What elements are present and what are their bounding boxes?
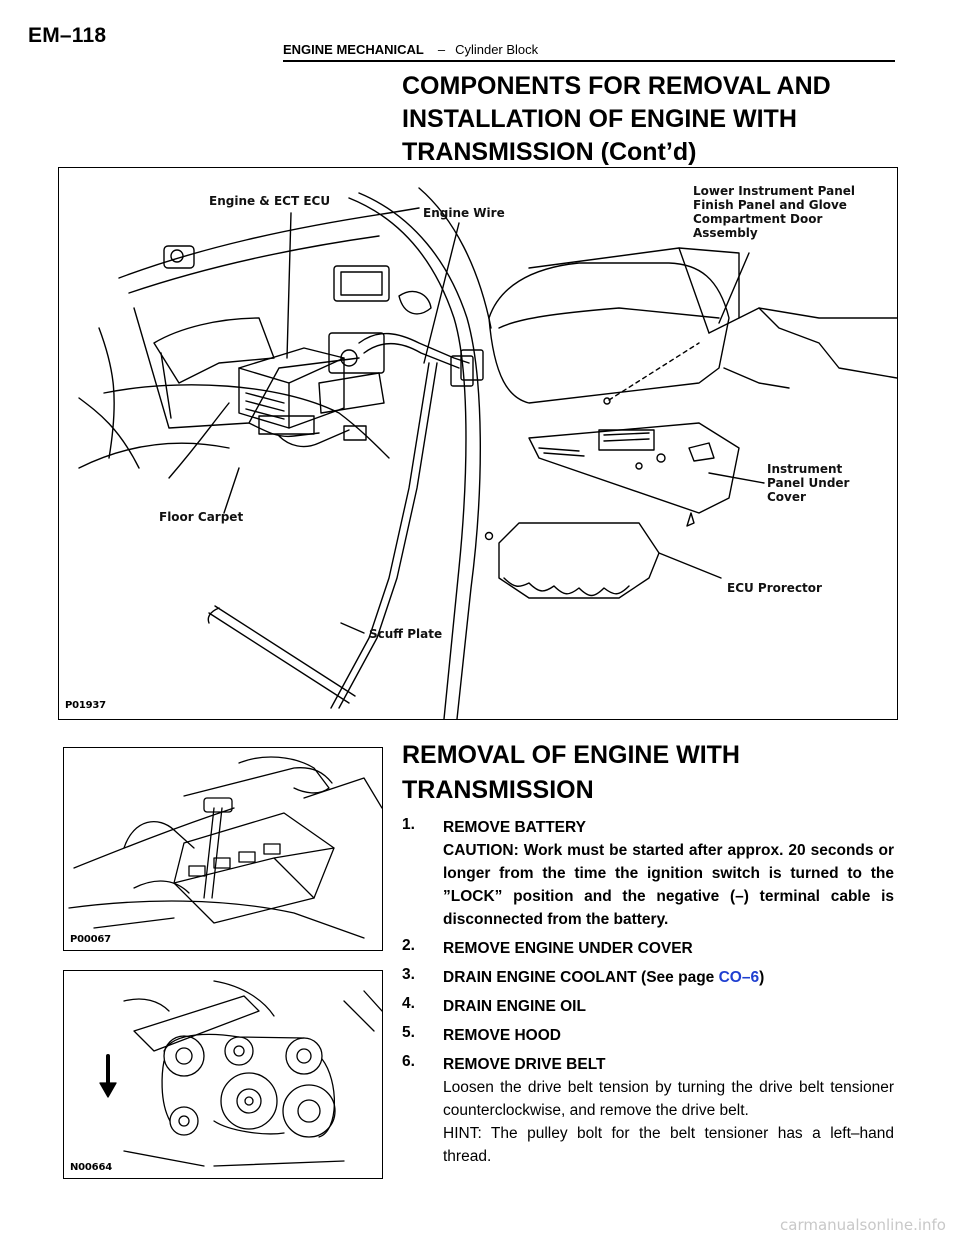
step-number: 6. — [402, 1053, 415, 1070]
step-number: 2. — [402, 937, 415, 954]
step-remove-under-cover: 2. REMOVE ENGINE UNDER COVER — [402, 937, 894, 960]
step-instruction: Loosen the drive belt tension by turning… — [443, 1079, 894, 1119]
battery-figure-code: P00067 — [70, 934, 111, 945]
step-remove-drive-belt: 6. REMOVE DRIVE BELT Loosen the drive be… — [402, 1053, 894, 1168]
step-title: REMOVE DRIVE BELT — [443, 1056, 606, 1073]
label-glove-box-line-3: Compartment Door — [693, 212, 823, 226]
label-engine-ecu: Engine & ECT ECU — [209, 194, 331, 208]
label-floor-carpet: Floor Carpet — [159, 510, 244, 524]
components-diagram: Engine & ECT ECU Engine Wire Lower Instr… — [58, 167, 898, 720]
step-number: 5. — [402, 1024, 415, 1041]
components-title-line-3: TRANSMISSION (Cont’d) — [402, 138, 697, 166]
label-ecu-protector: ECU Prorector — [727, 581, 822, 595]
label-under-cover-line-3: Cover — [767, 490, 806, 504]
components-title: COMPONENTS FOR REMOVAL AND INSTALLATION … — [402, 70, 902, 169]
label-under-cover-line-1: Instrument — [767, 462, 843, 476]
step-drain-coolant: 3. DRAIN ENGINE COOLANT (See page CO–6) — [402, 966, 894, 989]
step-number: 1. — [402, 816, 415, 833]
header-separator: – — [437, 42, 446, 57]
label-engine-wire: Engine Wire — [423, 206, 505, 220]
step-number: 3. — [402, 966, 415, 983]
watermark: carmanualsonline.info — [780, 1216, 946, 1234]
header-subsection: Cylinder Block — [455, 42, 539, 57]
battery-figure: P00067 — [63, 747, 383, 951]
running-header: ENGINE MECHANICAL–Cylinder Block — [283, 42, 538, 57]
components-title-line-2: INSTALLATION OF ENGINE WITH — [402, 105, 797, 133]
step-title: REMOVE HOOD — [443, 1027, 561, 1044]
battery-illustration — [68, 756, 382, 939]
step-title: REMOVE BATTERY — [443, 819, 586, 836]
step-title-prefix: DRAIN ENGINE COOLANT (See page — [443, 969, 719, 986]
header-rule — [283, 60, 895, 62]
procedure-title-line-1: REMOVAL OF ENGINE WITH — [402, 741, 740, 769]
label-glove-box-line-4: Assembly — [693, 226, 758, 240]
step-remove-battery: 1. REMOVE BATTERY CAUTION: Work must be … — [402, 816, 894, 931]
hint-text: HINT: The pulley bolt for the belt tensi… — [443, 1125, 894, 1165]
drive-belt-figure: N00664 — [63, 970, 383, 1179]
step-title: REMOVE ENGINE UNDER COVER — [443, 940, 693, 957]
drive-belt-illustration — [99, 980, 382, 1167]
page-number: EM–118 — [28, 24, 107, 47]
label-scuff-plate: Scuff Plate — [369, 627, 443, 641]
page-reference-link[interactable]: CO–6 — [718, 969, 760, 986]
label-glove-box-line-2: Finish Panel and Glove — [693, 198, 847, 212]
procedure-title-line-2: TRANSMISSION — [402, 776, 594, 804]
label-glove-box-line-1: Lower Instrument Panel — [693, 184, 856, 198]
step-number: 4. — [402, 995, 415, 1012]
procedure-title: REMOVAL OF ENGINE WITH TRANSMISSION — [402, 738, 902, 808]
procedure-steps: 1. REMOVE BATTERY CAUTION: Work must be … — [402, 816, 894, 1174]
step-drain-oil: 4. DRAIN ENGINE OIL — [402, 995, 894, 1018]
step-title-suffix: ) — [759, 969, 765, 986]
caution-text: CAUTION: Work must be started after appr… — [443, 842, 894, 928]
header-section-title: ENGINE MECHANICAL — [283, 42, 424, 57]
label-under-cover-line-2: Panel Under — [767, 476, 850, 490]
main-figure-code: P01937 — [65, 700, 106, 711]
components-illustration — [78, 187, 897, 719]
belt-figure-code: N00664 — [70, 1162, 112, 1173]
step-title: DRAIN ENGINE OIL — [443, 998, 586, 1015]
step-title: DRAIN ENGINE COOLANT (See page CO–6) — [443, 966, 894, 989]
step-remove-hood: 5. REMOVE HOOD — [402, 1024, 894, 1047]
components-title-line-1: COMPONENTS FOR REMOVAL AND — [402, 72, 831, 100]
